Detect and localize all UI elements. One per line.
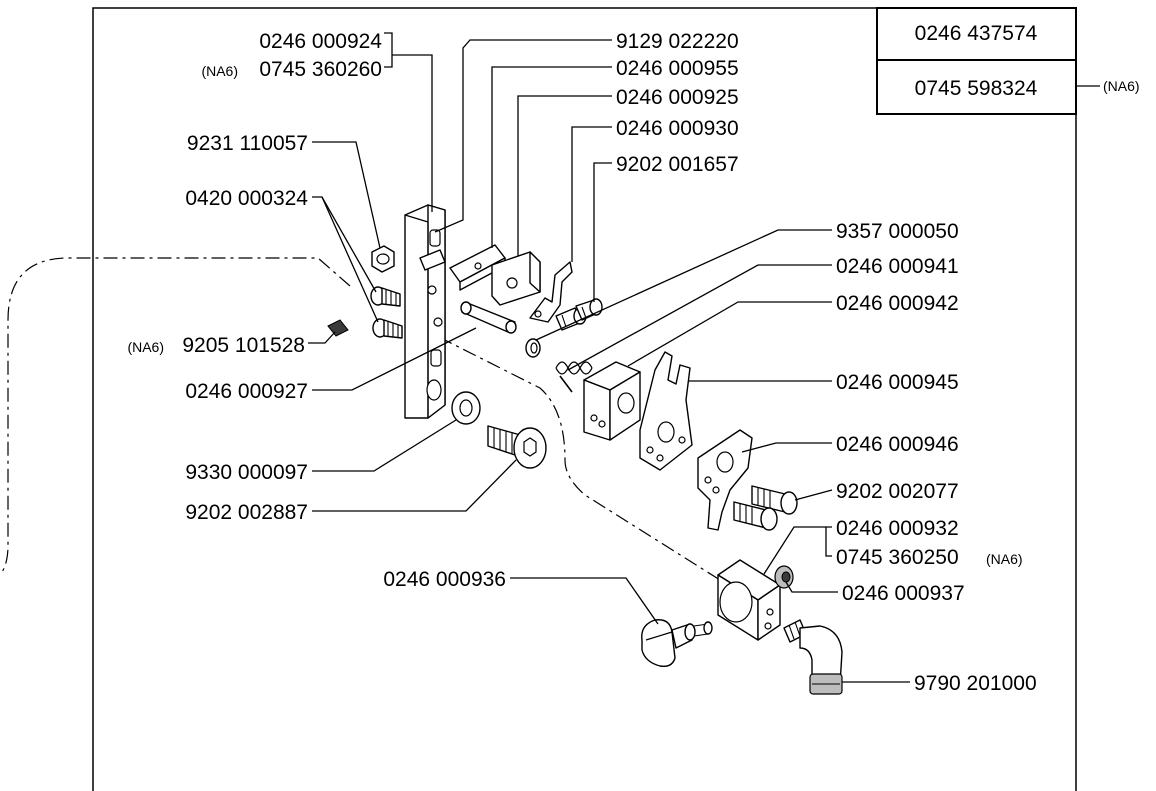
box-na6-note: (NA6) [1103,78,1140,94]
small-plate [491,251,541,306]
knurled-nut [774,565,794,589]
screw-upper [370,286,401,307]
label-0420-000324: 0420 000324 [185,187,308,210]
thumb-screw [641,619,713,668]
part-number-labels: 0246 000924 (NA6) 0745 360260 9129 02222… [127,30,1036,695]
label-9205-101528: 9205 101528 [182,334,305,357]
label-0246-000955: 0246 000955 [616,57,739,80]
label-0246-000941: 0246 000941 [836,255,959,278]
torsion-spring [555,361,593,393]
label-0246-000927: 0246 000927 [185,380,308,403]
hex-nut [371,245,395,273]
shaft-pin [460,301,517,334]
label-na6-prefix-1: (NA6) [201,63,238,79]
label-9202-001657: 9202 001657 [616,153,739,176]
label-9202-002887: 9202 002887 [185,501,308,524]
label-0246-000945: 0246 000945 [836,371,959,394]
label-9790-201000: 9790 201000 [914,672,1037,695]
box-top-number: 0246 437574 [915,22,1038,45]
label-9357-000050: 9357 000050 [836,220,959,243]
box-bottom-number: 0745 598324 [915,77,1038,100]
leader-lines [308,32,910,683]
label-0745-360260: 0745 360260 [259,58,382,81]
label-9129-022220: 9129 022220 [616,30,739,53]
label-0246-000946: 0246 000946 [836,433,959,456]
cap-screw-pair [733,485,798,531]
main-vertical-plate [404,204,446,419]
label-0246-000925: 0246 000925 [616,86,739,109]
pivot-block [583,361,641,441]
assembly-number-box: 0246 437574 0745 598324 (NA6) [876,7,1140,115]
label-9330-000097: 9330 000097 [185,461,308,484]
label-0246-000936: 0246 000936 [383,568,506,591]
cap-screw-large [487,425,547,469]
assembly-center-lines [0,257,721,581]
label-0246-000932: 0246 000932 [836,517,959,540]
lever-bracket [639,351,693,471]
label-0246-000930: 0246 000930 [616,117,739,140]
label-0246-000924: 0246 000924 [259,30,382,53]
label-na6-suffix: (NA6) [986,551,1023,567]
label-9231-110057: 9231 110057 [187,132,308,155]
clamp-block [717,559,781,641]
set-screw [327,319,349,337]
label-9202-002077: 9202 002077 [836,480,959,503]
screw-lower [372,318,403,339]
label-na6-prefix-2: (NA6) [127,339,164,355]
elbow-fitting [783,619,843,695]
retaining-ring [525,338,541,358]
diagram-frame [92,7,1077,791]
washer [451,391,481,425]
label-0246-000937: 0246 000937 [842,582,965,605]
spring-clip [529,261,573,323]
small-screw-pair [555,298,603,331]
latch-plate [697,429,753,531]
label-0246-000942: 0246 000942 [836,292,959,315]
label-0745-360250: 0745 360250 [836,546,959,569]
